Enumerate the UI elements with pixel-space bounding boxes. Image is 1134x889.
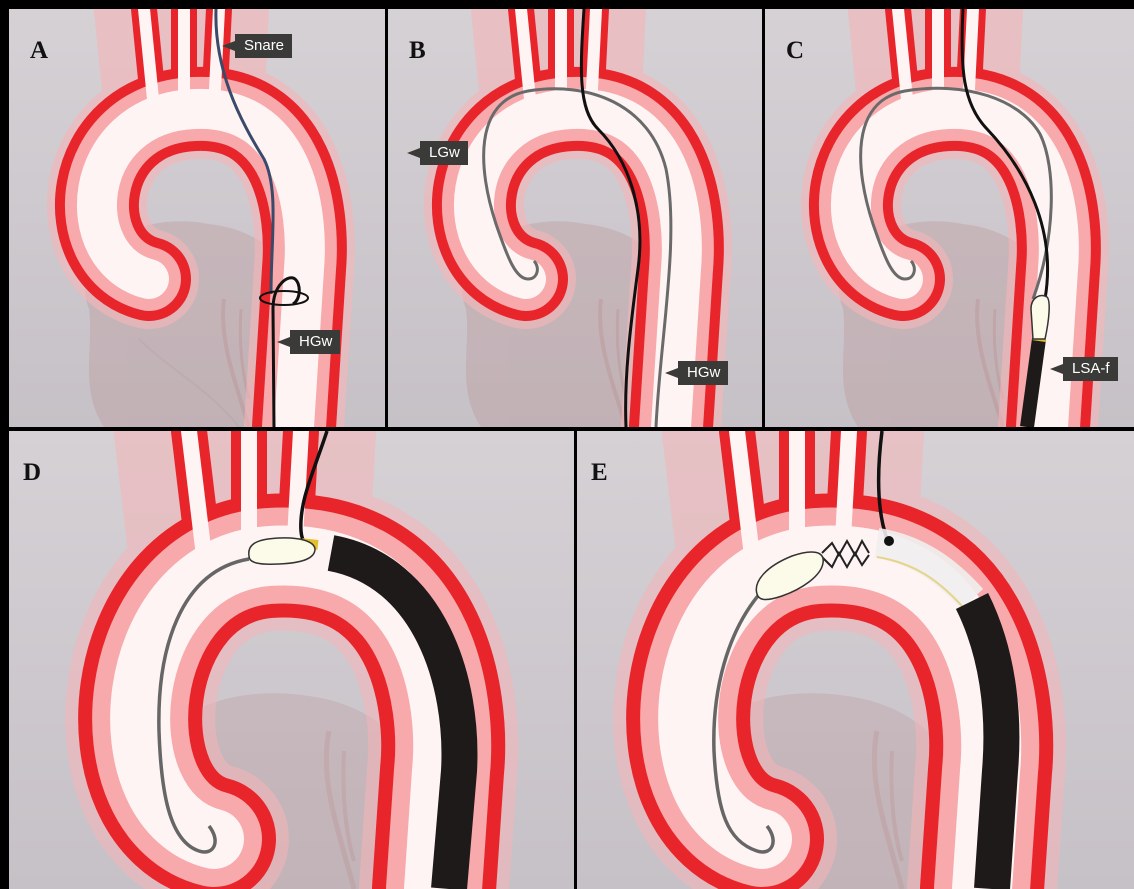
panel-a-illustration	[9, 9, 385, 427]
panel-e: E	[577, 431, 1134, 889]
hgw-label: HGw	[678, 361, 728, 385]
wire-tip	[884, 536, 894, 546]
panel-letter: E	[591, 460, 608, 485]
panel-letter: A	[30, 38, 48, 63]
panel-d: D	[9, 431, 574, 889]
panel-letter: B	[409, 38, 426, 63]
panel-d-illustration	[9, 431, 574, 889]
panel-c: C LSA-f	[765, 9, 1134, 427]
lgw-label: LGw	[420, 141, 468, 165]
panel-letter: D	[23, 460, 41, 485]
panel-b: B LGw HGw	[388, 9, 762, 427]
panel-a: A Snare HGw	[9, 9, 385, 427]
lsaf-label: LSA-f	[1063, 357, 1118, 381]
balloon	[249, 538, 315, 564]
panel-letter: C	[786, 38, 804, 63]
hgw-label: HGw	[290, 330, 340, 354]
balloon	[1031, 296, 1049, 340]
snare-label: Snare	[235, 34, 292, 58]
panel-e-illustration	[577, 431, 1134, 889]
